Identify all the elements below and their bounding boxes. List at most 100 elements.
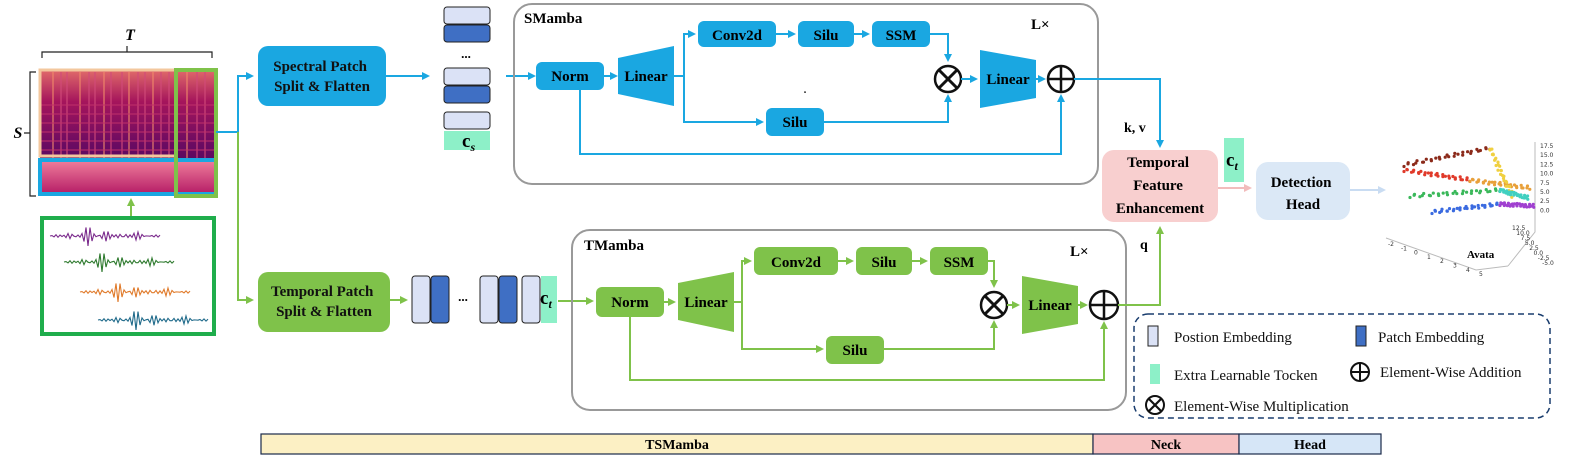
smamba-repeat-label: L× — [1031, 17, 1050, 33]
patch-embedding-token — [443, 24, 491, 43]
spectrogram-band — [40, 149, 216, 151]
detection-head-label: Detection Head — [1271, 175, 1336, 213]
position-embedding-token — [521, 275, 541, 324]
trajectory-point — [1417, 171, 1421, 175]
patch-embedding-token — [498, 275, 518, 324]
plot-depth-tick: 10.0 — [1516, 230, 1530, 237]
spectrogram-input: T S — [14, 27, 218, 198]
spectrogram-low-band — [40, 160, 216, 194]
temporal-patch-line-2: Split & Flatten — [276, 304, 372, 320]
head-band — [1238, 433, 1382, 455]
plot-depth-ticks: 12.510.07.55.02.50.0-2.5-5.0 — [1512, 225, 1554, 267]
smamba-to-conv-arrow — [674, 30, 696, 77]
neck-class-token — [1224, 138, 1244, 182]
smamba-conv-label: Conv2d — [712, 28, 763, 44]
trajectory-point — [1461, 153, 1465, 157]
plot-depth-tick: -5.0 — [1542, 260, 1554, 267]
spectral-token-stack: ... cs — [443, 6, 491, 154]
smamba-residual-arrow — [579, 90, 1065, 155]
trajectory-point — [1526, 197, 1530, 201]
spectral-patch-label: Spectral Patch Split & Flatten — [273, 59, 370, 95]
trajectory-point — [1502, 201, 1506, 205]
trajectory-point — [1447, 207, 1452, 211]
trajectory-point — [1402, 164, 1406, 169]
tmamba-norm-box — [596, 287, 664, 317]
legend-position-embedding-swatch — [1147, 325, 1159, 347]
smamba-silu-bottom-box — [766, 108, 824, 136]
temporal-token-row: ... ct — [411, 275, 557, 324]
trajectory-point — [1512, 193, 1516, 197]
position-embedding-token — [411, 275, 431, 324]
trajectory-point — [1474, 189, 1479, 193]
tmamba-conv-label: Conv2d — [771, 255, 822, 271]
trajectory-point — [1430, 211, 1434, 216]
trajectory-point — [1510, 195, 1514, 199]
smamba-title: SMamba — [524, 11, 583, 27]
trajectory-point — [1452, 154, 1456, 158]
trajectory-point — [1415, 159, 1419, 163]
trajectory-point — [1428, 194, 1432, 198]
trajectory-point — [1473, 205, 1477, 209]
legend-add-icon — [1350, 362, 1370, 382]
trajectory-point — [1506, 201, 1510, 205]
trajectory-point — [1528, 202, 1532, 206]
spectral-class-token-label: cs — [462, 131, 475, 154]
trajectory-point — [1447, 155, 1451, 159]
trajectory-point — [1478, 189, 1483, 193]
temporal-feature-enhancement-label: Temporal Feature Enhancement — [1116, 155, 1204, 217]
plot-depth-tick: 2.5 — [1529, 245, 1539, 252]
trajectory-point — [1525, 186, 1529, 190]
trajectory-point — [1437, 193, 1441, 198]
tfe-line-3: Enhancement — [1116, 201, 1204, 217]
smamba-multiply-icon — [933, 64, 963, 94]
time-brace — [41, 46, 213, 58]
legend: Postion Embedding Patch Embedding Extra … — [1133, 313, 1551, 419]
trajectory-point — [1441, 173, 1445, 177]
smamba-ssm-arrow — [930, 33, 952, 62]
trajectory-point — [1451, 174, 1455, 179]
temporal-class-token — [541, 276, 557, 323]
head-band-label: Head — [1294, 438, 1326, 453]
plot-depth-tick: 7.5 — [1521, 235, 1531, 242]
plot-y-ticks: 17.515.012.510.07.55.02.50.0 — [1540, 143, 1554, 214]
trajectory-point — [1423, 173, 1427, 177]
position-embedding-token — [443, 111, 491, 130]
tmamba-linear-out — [1022, 276, 1078, 334]
trajectory-point — [1402, 169, 1406, 174]
plot-y-tick: 17.5 — [1540, 143, 1554, 150]
q-label: q — [1140, 238, 1148, 253]
kv-label: k, v — [1124, 121, 1146, 136]
trajectory-point — [1504, 184, 1508, 188]
trajectory-point — [1443, 174, 1447, 178]
trajectory-point — [1496, 160, 1500, 164]
trajectory-point — [1512, 202, 1517, 206]
trajectory-point — [1461, 189, 1465, 193]
trajectory-point — [1480, 203, 1484, 207]
tmamba-ssm-label: SSM — [944, 255, 975, 271]
trajectory-point — [1451, 191, 1455, 195]
smamba-linear-out-label: Linear — [986, 72, 1030, 88]
trajectory-point — [1496, 168, 1500, 172]
trajectory-point — [1508, 185, 1512, 189]
tmamba-title: TMamba — [584, 238, 645, 254]
trajectory-point — [1500, 173, 1504, 177]
tmamba-to-silu-bottom-arrow — [741, 302, 824, 353]
plot-y-tick: 7.5 — [1540, 180, 1550, 187]
spectral-ellipsis: ... — [461, 46, 471, 61]
trajectory-point — [1429, 171, 1433, 175]
plot-x-tick: 4 — [1466, 267, 1470, 274]
trajectory-point — [1435, 171, 1439, 176]
tmamba-repeat-label: L× — [1070, 244, 1089, 260]
waveform-signals — [49, 227, 209, 330]
trajectory-point — [1498, 187, 1502, 191]
tmamba-linear-out-label: Linear — [1028, 298, 1072, 314]
trajectory-point — [1447, 174, 1451, 178]
smamba-to-neck-arrow — [1074, 78, 1164, 148]
trajectory-point — [1488, 189, 1492, 193]
position-embedding-token — [443, 67, 491, 86]
trajectory-point — [1465, 178, 1469, 182]
plot-x-tick: 3 — [1453, 263, 1457, 270]
frequency-brace — [24, 71, 36, 197]
